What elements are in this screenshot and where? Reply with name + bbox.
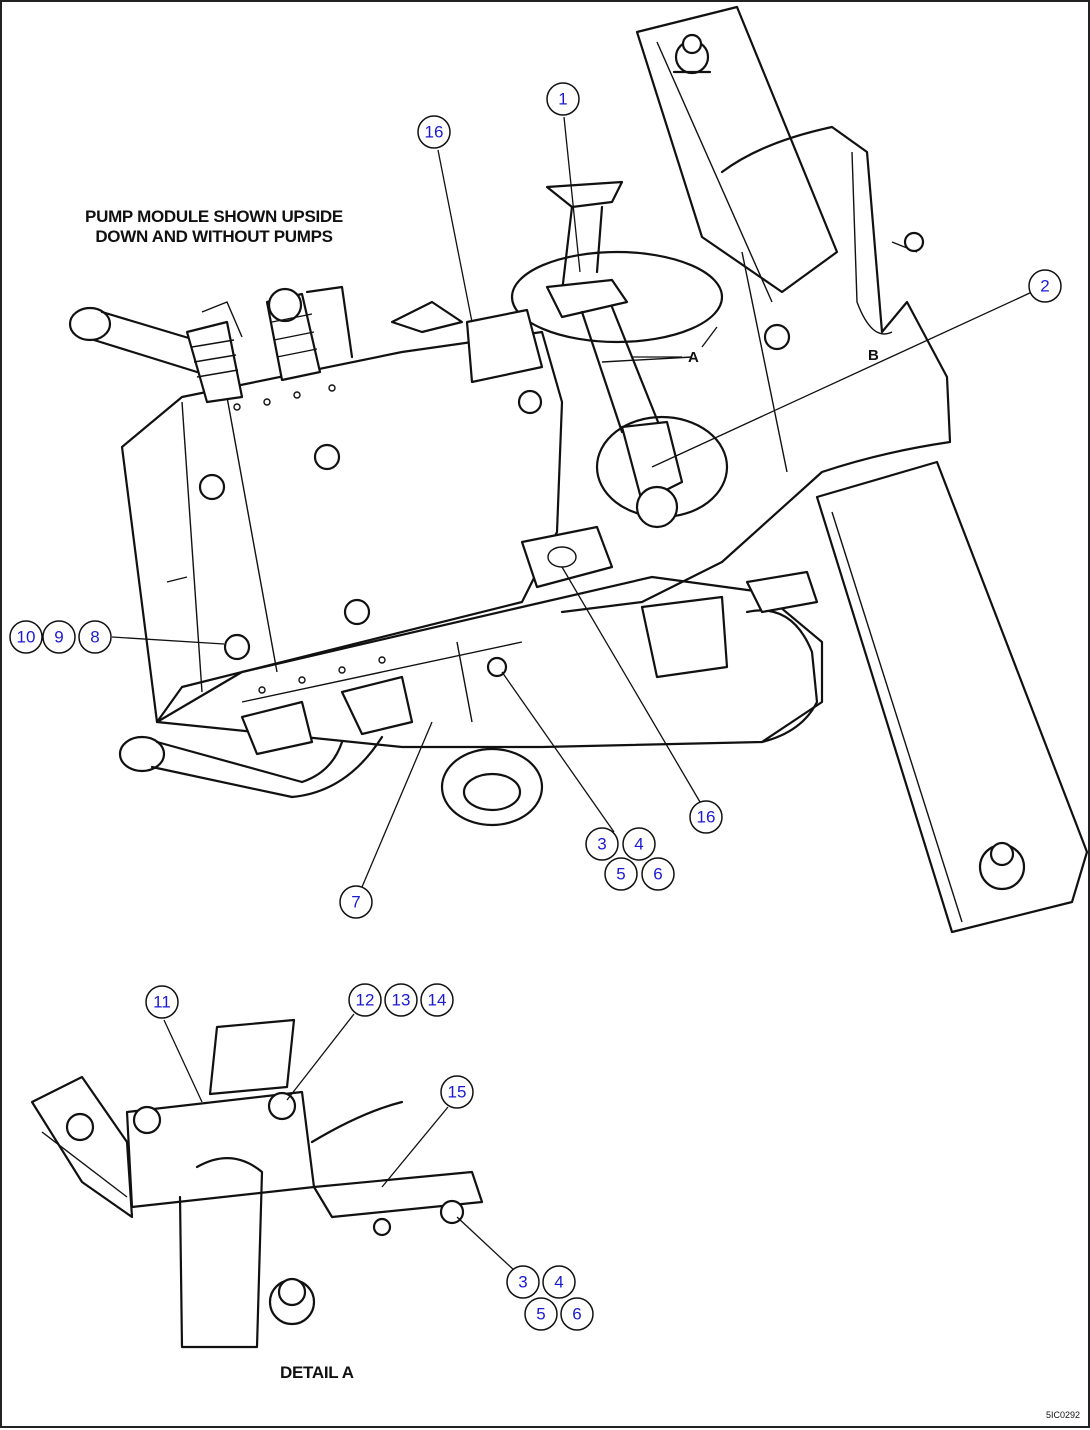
detail-a-illustration xyxy=(30,1018,484,1349)
view-letter-b: B xyxy=(868,347,879,364)
svg-text:2: 2 xyxy=(1040,277,1049,296)
svg-text:6: 6 xyxy=(653,865,662,884)
callout-balloon-6: 6 xyxy=(641,857,675,891)
detail-a-title: DETAIL A xyxy=(280,1363,354,1382)
callout-balloon-8: 8 xyxy=(78,620,112,654)
callout-balloon-1: 1 xyxy=(546,82,580,116)
svg-text:5: 5 xyxy=(536,1305,545,1324)
svg-text:5: 5 xyxy=(616,865,625,884)
callout-balloon-5: 5 xyxy=(604,857,638,891)
module-note-line-1: PUMP MODULE SHOWN UPSIDE xyxy=(85,207,343,226)
detail-balloon-15: 15 xyxy=(440,1075,474,1109)
svg-text:11: 11 xyxy=(153,993,171,1012)
svg-text:12: 12 xyxy=(356,991,375,1010)
svg-text:6: 6 xyxy=(572,1305,581,1324)
detail-balloon-14: 14 xyxy=(420,983,454,1017)
callout-balloon-3: 3 xyxy=(585,827,619,861)
svg-text:8: 8 xyxy=(90,628,99,647)
leader-lines xyxy=(111,116,1033,1273)
detail-balloon-13: 13 xyxy=(384,983,418,1017)
svg-text:1: 1 xyxy=(558,90,567,109)
view-letter-a: A xyxy=(688,349,699,366)
callout-balloon-10: 10 xyxy=(9,620,43,654)
svg-text:10: 10 xyxy=(17,628,36,647)
callout-balloon-7: 7 xyxy=(339,885,373,919)
svg-text:13: 13 xyxy=(392,991,411,1010)
detail-balloon-11: 11 xyxy=(145,985,179,1019)
detail-balloon-5: 5 xyxy=(524,1297,558,1331)
svg-text:14: 14 xyxy=(428,991,447,1010)
svg-text:7: 7 xyxy=(351,893,360,912)
callout-balloon-16-upper: 16 xyxy=(417,115,451,149)
svg-text:16: 16 xyxy=(697,808,716,827)
callout-balloon-2: 2 xyxy=(1028,269,1062,303)
callout-balloon-16-lower: 16 xyxy=(689,800,723,834)
svg-text:16: 16 xyxy=(425,123,444,142)
callout-balloon-4: 4 xyxy=(622,827,656,861)
module-note: PUMP MODULE SHOWN UPSIDE DOWN AND WITHOU… xyxy=(64,207,364,247)
detail-balloon-3: 3 xyxy=(506,1265,540,1299)
drawing-number: 5IC0292 xyxy=(1045,1410,1080,1420)
svg-text:4: 4 xyxy=(554,1273,563,1292)
svg-text:3: 3 xyxy=(518,1273,527,1292)
detail-balloon-4: 4 xyxy=(542,1265,576,1299)
detail-balloon-12: 12 xyxy=(348,983,382,1017)
view-a-arrow-head xyxy=(701,326,718,348)
svg-text:4: 4 xyxy=(634,835,643,854)
svg-text:9: 9 xyxy=(54,628,63,647)
svg-text:3: 3 xyxy=(597,835,606,854)
pump-module-illustration xyxy=(68,5,1089,934)
module-note-line-2: DOWN AND WITHOUT PUMPS xyxy=(95,227,333,246)
callout-balloon-9: 9 xyxy=(42,620,76,654)
detail-balloon-6: 6 xyxy=(560,1297,594,1331)
svg-text:15: 15 xyxy=(448,1083,467,1102)
